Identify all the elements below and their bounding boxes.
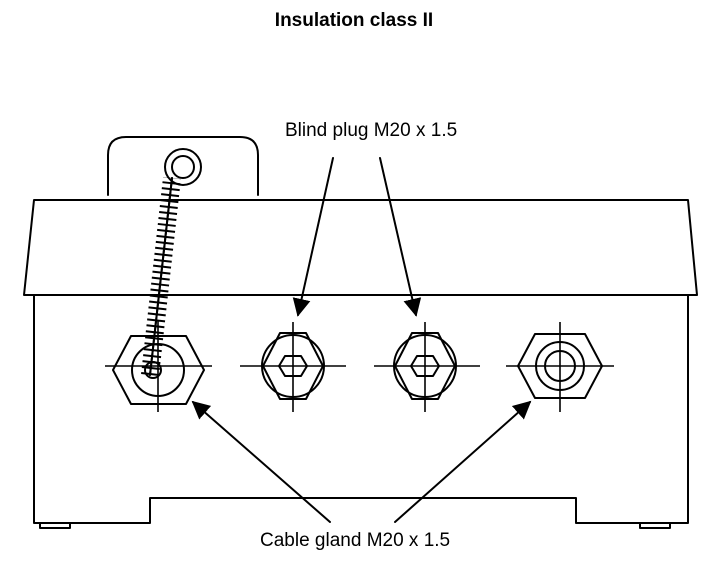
blind-plug-2 [374, 322, 480, 412]
cable-gland-2 [506, 322, 614, 412]
arrow-cable-gland-1 [191, 400, 331, 523]
cable-gland-label: Cable gland M20 x 1.5 [260, 530, 451, 551]
cable-gland-1 [105, 320, 212, 412]
blind-plug-label: Blind plug M20 x 1.5 [285, 120, 458, 141]
enclosure-body [33, 294, 689, 524]
cover-block [107, 136, 259, 196]
arrow-cable-gland-2 [394, 400, 532, 523]
blind-plug-1 [240, 322, 346, 412]
right-foot [639, 522, 671, 529]
left-foot [39, 522, 71, 529]
diagram-title: Insulation class II [274, 10, 434, 31]
flexible-cable [141, 148, 202, 379]
arrow-blind-plug-1 [292, 157, 334, 317]
enclosure-lid [23, 199, 698, 296]
arrow-blind-plug-2 [379, 157, 422, 317]
